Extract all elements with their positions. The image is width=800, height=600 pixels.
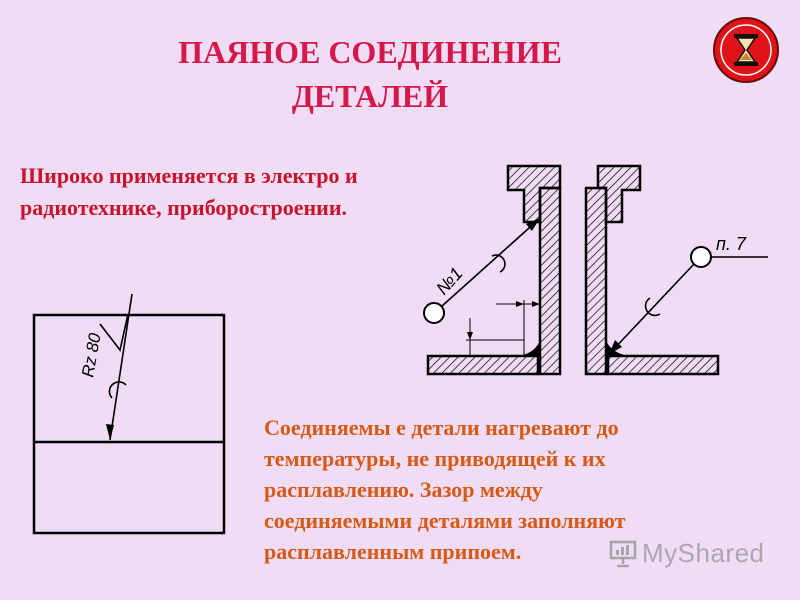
callout-solder-symbol-left bbox=[491, 254, 506, 273]
intro-line-1: Широко применяется в электро и bbox=[20, 163, 358, 188]
base-plate-left bbox=[426, 354, 540, 376]
solder-fillet-left bbox=[520, 340, 540, 356]
callout-solder-symbol-right bbox=[644, 297, 661, 317]
callout-leader-right bbox=[610, 263, 695, 353]
description-line-3: расплавлению. Зазор между bbox=[264, 477, 543, 502]
gap-arrow-right bbox=[532, 301, 540, 307]
description-line-1: Соединяемы е детали нагревают до bbox=[264, 415, 619, 440]
description-text: Соединяемы е детали нагревают до темпера… bbox=[264, 412, 724, 567]
soldered-joint-drawing: №1 п. 7 bbox=[423, 164, 768, 376]
gap-arrow-left bbox=[516, 301, 524, 307]
intro-text: Широко применяется в электро и радиотехн… bbox=[20, 160, 450, 224]
bushing-wall-left bbox=[538, 186, 562, 376]
leader-arrow bbox=[106, 424, 114, 440]
height-arrow bbox=[467, 332, 473, 340]
roughness-label: Rz 80 bbox=[78, 331, 105, 379]
callout-leader-left bbox=[441, 219, 539, 307]
callout-number-label: №1 bbox=[432, 263, 467, 298]
part-outline bbox=[32, 313, 226, 535]
watermark-text: MyShared bbox=[642, 538, 765, 568]
hourglass-icon[interactable] bbox=[712, 16, 780, 84]
title-line-2: ДЕТАЛЕЙ bbox=[291, 78, 449, 114]
watermark: MyShared bbox=[608, 538, 765, 569]
description-line-5: расплавленным припоем. bbox=[264, 539, 522, 564]
presentation-board-icon bbox=[609, 540, 637, 568]
callout-item-label: п. 7 bbox=[716, 234, 747, 254]
title-line-1: ПАЯНОЕ СОЕДИНЕНИЕ bbox=[178, 34, 562, 70]
description-line-2: температуры, не приводящей к их bbox=[264, 446, 606, 471]
roughness-drawing: Rz 80 bbox=[32, 293, 226, 535]
callout-arrow-left bbox=[526, 218, 540, 231]
bushing-wall-right bbox=[584, 186, 608, 376]
intro-line-2: радиотехнике, приборостроении. bbox=[20, 195, 348, 220]
page-title: ПАЯНОЕ СОЕДИНЕНИЕ ДЕТАЛЕЙ bbox=[130, 30, 610, 118]
base-plate-right bbox=[606, 354, 720, 376]
callout-arrow-right bbox=[609, 340, 622, 354]
callout-circle-left bbox=[423, 302, 445, 324]
solder-symbol bbox=[108, 381, 127, 399]
description-line-4: соединяемыми деталями заполняют bbox=[264, 508, 626, 533]
roughness-check-mark bbox=[99, 313, 129, 352]
leader-line bbox=[109, 293, 133, 441]
